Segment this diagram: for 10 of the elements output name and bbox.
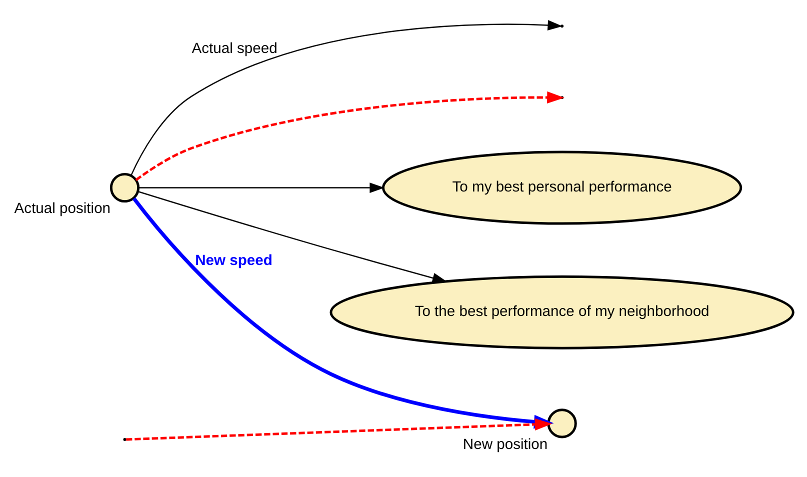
edge-label: New speed bbox=[195, 253, 272, 269]
arrow bbox=[138, 190, 448, 284]
arrow bbox=[138, 182, 384, 193]
node-label: Actual position bbox=[14, 201, 111, 218]
node-circle bbox=[110, 172, 140, 203]
node-label: New position bbox=[462, 436, 548, 453]
node-circle bbox=[547, 408, 577, 438]
node-ellipse: To the best performance of my neighborhood bbox=[330, 275, 794, 350]
node-ellipse: To my best personal performance bbox=[382, 150, 742, 225]
edge-label: Actual speed bbox=[192, 40, 278, 57]
